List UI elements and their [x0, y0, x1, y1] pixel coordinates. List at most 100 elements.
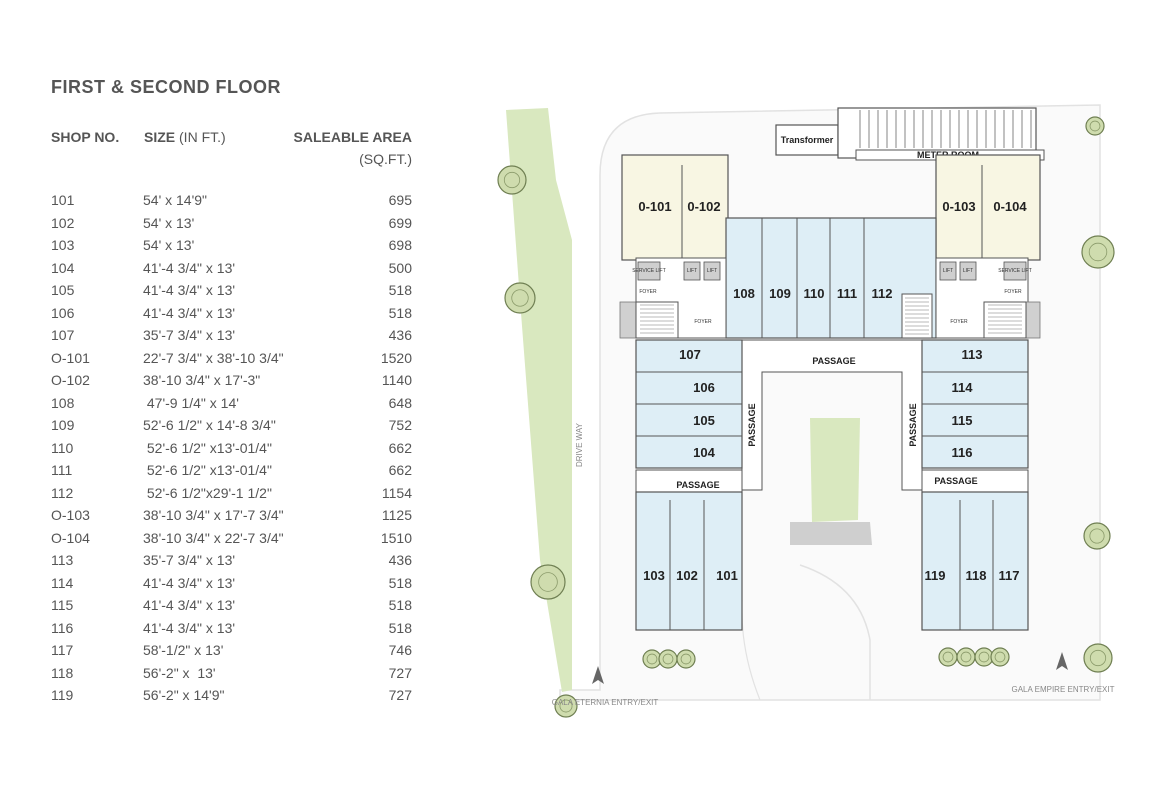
lift-left-2	[703, 261, 721, 281]
tree-icon-inner	[1089, 649, 1107, 667]
shop-size: 41'-4 3/4" x 13'	[143, 619, 236, 636]
unit-110: 110	[804, 286, 825, 301]
unit-111: 111	[837, 286, 857, 301]
shop-number: 101	[51, 192, 75, 208]
unit-109: 109	[769, 286, 791, 301]
tree-icon-inner	[994, 651, 1006, 663]
shop-size: 58'-1/2" x 13'	[143, 642, 224, 658]
page-title: FIRST & SECOND FLOOR	[51, 77, 281, 97]
shop-block-top-dividers	[761, 218, 865, 338]
lift-right-1	[939, 261, 957, 281]
shop-size: 35'-7 3/4" x 13'	[143, 327, 236, 343]
tree-icon	[1083, 522, 1111, 550]
stair-shadow-left	[619, 301, 637, 339]
shop-number: 107	[51, 327, 75, 343]
saleable-area: 695	[388, 192, 412, 208]
foyer-right-label-2: FOYER	[950, 319, 968, 325]
table-row: 107 35'-7 3/4" x 13' 436	[51, 327, 412, 349]
unit-105: 105	[693, 413, 715, 428]
tree-icon	[504, 282, 536, 314]
drive-way-label: DRIVE WAY	[575, 422, 584, 467]
shop-size: 47'-9 1/4" x 14'	[143, 394, 239, 411]
shop-size: 22'-7 3/4" x 38'-10 3/4"	[143, 349, 284, 366]
saleable-area: 727	[388, 687, 412, 703]
staircase-right-treads	[988, 304, 1022, 334]
foyer-right-label: FOYER	[1004, 289, 1022, 295]
shop-number: 105	[51, 282, 75, 298]
saleable-area: 1510	[380, 529, 412, 546]
passage-label-lower-right: PASSAGE	[934, 476, 977, 486]
unit-104: 104	[693, 445, 715, 460]
shop-size: 41'-4 3/4" x 13'	[143, 282, 236, 298]
transformer-label: Transformer	[781, 135, 834, 145]
shop-size: 41'-4 3/4" x 13'	[143, 259, 236, 276]
shop-size: 35'-7 3/4" x 13'	[143, 552, 236, 568]
staircase-left-treads	[640, 304, 674, 334]
tree-icon-inner	[1089, 120, 1101, 132]
meter-room-hatch	[859, 110, 1032, 148]
staircase-center	[901, 293, 933, 339]
unit-102: 102	[676, 568, 698, 583]
tree-icon	[1081, 235, 1115, 269]
tree-icon	[990, 647, 1010, 667]
tree-icon	[530, 564, 566, 600]
tree-icon-inner	[680, 653, 692, 665]
saleable-area: 518	[388, 619, 412, 636]
staircase-right	[983, 301, 1027, 339]
saleable-area: 648	[388, 394, 412, 411]
unit-114: 114	[952, 380, 974, 395]
lift-right-2-label: LIFT	[963, 268, 973, 274]
unit-106: 106	[693, 380, 715, 395]
foyer-left-label-2: FOYER	[694, 319, 712, 325]
saleable-area: 500	[388, 259, 412, 276]
unit-115: 115	[952, 413, 973, 428]
north-arrow-icon-right	[1056, 652, 1068, 670]
saleable-area: 1140	[381, 372, 412, 388]
saleable-area: 436	[388, 327, 412, 343]
passage-label-top: PASSAGE	[812, 356, 855, 366]
shop-number: 118	[51, 664, 74, 681]
saleable-area: 518	[388, 597, 412, 613]
tree-icon-inner	[646, 653, 658, 665]
lift-left-1	[683, 261, 701, 281]
shop-number: O-104	[51, 529, 90, 546]
shop-number: 115	[51, 597, 74, 613]
shop-number: 111	[51, 462, 73, 478]
entry-left-label: GALA ETERNIA ENTRY/EXIT	[552, 698, 659, 707]
saleable-area: 518	[388, 304, 412, 321]
shop-number: 112	[51, 484, 74, 501]
unit-103: 103	[643, 568, 665, 583]
shop-size: 54' x 13'	[143, 214, 195, 231]
table-row: 110 52'-6 1/2" x13'-01/4"662	[51, 440, 412, 462]
passage-label-left: PASSAGE	[747, 403, 757, 446]
service-lift-left	[637, 261, 661, 281]
entry-right-label: GALA EMPIRE ENTRY/EXIT	[1012, 685, 1115, 694]
shop-block-top	[725, 217, 937, 339]
tree-icon-inner	[559, 699, 573, 713]
lift-left-1-label: LIFT	[687, 268, 697, 274]
unit-112: 112	[872, 286, 893, 301]
saleable-area: 699	[388, 214, 412, 231]
lift-left-2-label: LIFT	[707, 268, 717, 274]
unit-119: 119	[925, 568, 946, 583]
shop-block-left-dividers	[636, 371, 742, 437]
saleable-area: 727	[388, 664, 412, 681]
tree-icon	[974, 647, 994, 667]
staircase-center-treads	[905, 297, 929, 335]
shop-number: O-103	[51, 507, 90, 523]
unit-118: 118	[966, 568, 987, 583]
shop-number: 119	[51, 687, 74, 703]
col-header-size-unit: (IN FT.)	[179, 129, 226, 145]
green-strip-left	[506, 108, 572, 692]
foyer-left-label: FOYER	[639, 289, 657, 295]
tree-icon	[642, 649, 662, 669]
shop-number: 110	[51, 439, 74, 456]
tree-icon-inner	[942, 651, 954, 663]
shop-number: O-101	[51, 349, 90, 366]
